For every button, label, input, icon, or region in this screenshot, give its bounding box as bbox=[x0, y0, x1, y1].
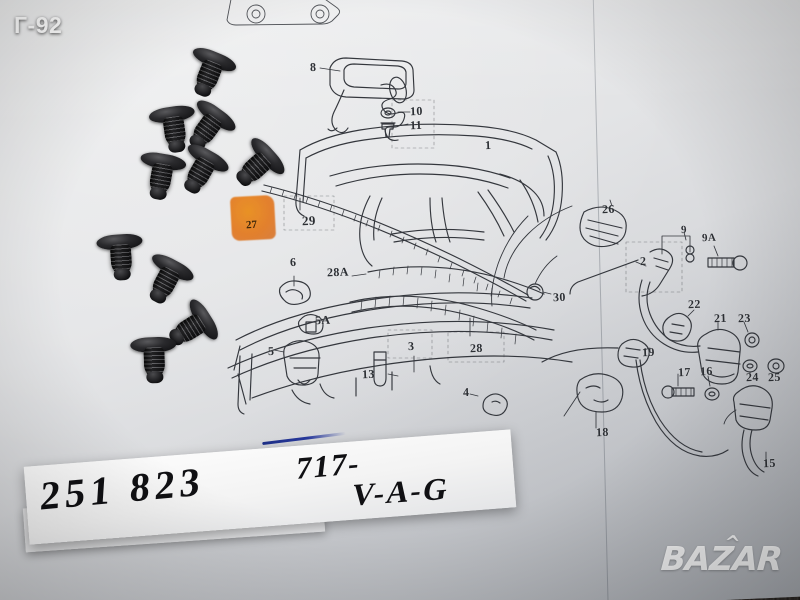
bazar-watermark: BAZAR ^ bbox=[660, 531, 784, 578]
highlighted-part-number: 27 bbox=[245, 218, 258, 232]
paper-fold-line bbox=[591, 0, 609, 600]
diagram-callout: 5 bbox=[267, 343, 275, 359]
diagram-callout: 9A bbox=[701, 231, 717, 245]
label-part-suffix: 717- bbox=[294, 444, 363, 487]
diagram-callout: 23 bbox=[737, 310, 752, 326]
diagram-callout: 4 bbox=[462, 384, 470, 400]
diagram-callout: 21 bbox=[713, 310, 728, 326]
diagram-callout: 17 bbox=[677, 364, 692, 380]
diagram-callout: 22 bbox=[687, 296, 702, 312]
diagram-callout: 29 bbox=[301, 212, 317, 229]
diagram-callout: 26 bbox=[601, 201, 616, 217]
diagram-callout: 25 bbox=[767, 369, 782, 385]
diagram-callout: 1 bbox=[484, 137, 492, 153]
diagram-callout: 8 bbox=[309, 59, 317, 75]
diagram-callout: 2 bbox=[639, 253, 647, 269]
diagram-callout: 9 bbox=[680, 223, 688, 237]
label-brand-vag: V-A-G bbox=[349, 470, 453, 513]
diagram-callout: 6 bbox=[289, 254, 297, 270]
diagram-callout: 18 bbox=[595, 424, 610, 440]
diagram-callout: 15 bbox=[762, 455, 777, 471]
diagram-callout: 30 bbox=[552, 289, 567, 305]
clip-tip bbox=[146, 370, 164, 384]
corner-listing-tag: Г-92 bbox=[14, 12, 63, 38]
diagram-callout: 24 bbox=[745, 369, 760, 385]
diagram-callout: 16 bbox=[699, 363, 714, 379]
diagram-callout: 5A bbox=[314, 312, 331, 328]
diagram-callout: 13 bbox=[361, 366, 376, 382]
diagram-callout: 28 bbox=[469, 340, 484, 356]
diagram-callout: 11 bbox=[409, 117, 423, 133]
diagram-callout: 3 bbox=[407, 338, 415, 354]
diagram-callout: 28A bbox=[326, 264, 350, 280]
diagram-callout: 19 bbox=[641, 344, 656, 360]
bazar-watermark-text: BAZAR bbox=[660, 539, 784, 578]
